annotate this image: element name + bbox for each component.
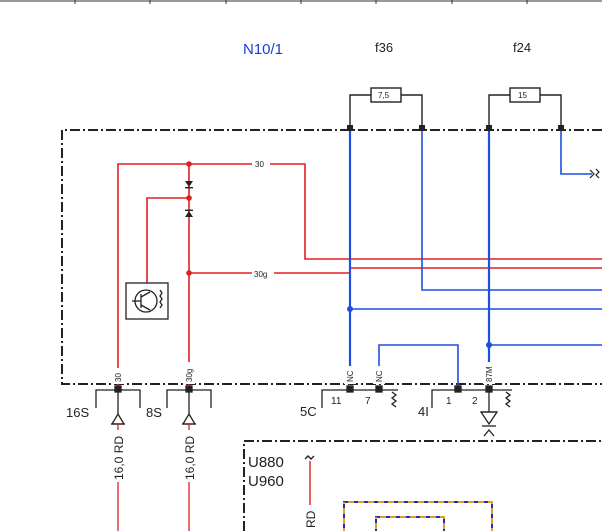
diode-lower <box>185 209 193 217</box>
connector-4i-label: 4I <box>418 404 429 419</box>
svg-text:NC: NC <box>346 370 355 382</box>
svg-text:16,0 RD: 16,0 RD <box>183 436 197 480</box>
connector-8s-label: 8S <box>146 405 162 420</box>
wire-label-30g: 30g <box>254 270 267 279</box>
fuse-f24 <box>488 87 562 128</box>
inner-component-inner <box>375 516 445 531</box>
module-u960: U960 <box>248 473 284 490</box>
right-edge-connector <box>589 168 600 179</box>
wire-8s-label: 16,0 RD <box>181 430 197 482</box>
fuse-f36-rating: 7,5 <box>378 91 390 100</box>
wire-rd-label: RD <box>303 507 318 529</box>
inner-component-outer <box>343 501 493 531</box>
transistor-symbol <box>125 282 169 320</box>
svg-text:RD: RD <box>304 510 318 528</box>
pin-30: 30 <box>112 368 124 384</box>
u880-wire <box>304 455 315 505</box>
wire-16s-label: 16,0 RD <box>110 430 126 482</box>
blue-wires-thin <box>350 131 602 390</box>
fuse-f36-label: f36 <box>375 40 393 55</box>
connector-5c <box>321 385 398 408</box>
connector-4i <box>431 385 512 437</box>
red-junctions <box>186 161 192 276</box>
svg-text:NC: NC <box>375 370 384 382</box>
fuse-f24-rating: 15 <box>518 91 527 100</box>
svg-text:30: 30 <box>114 373 123 382</box>
connector-5c-pin-11: 11 <box>331 396 342 407</box>
wire-label-30-bg <box>252 159 270 169</box>
blue-junctions <box>347 306 492 348</box>
fuse-terminals <box>347 125 564 131</box>
connector-5c-label: 5C <box>300 404 317 419</box>
svg-text:16,0 RD: 16,0 RD <box>112 436 126 480</box>
pin-30g: 30g <box>183 362 195 384</box>
svg-text:87M: 87M <box>485 366 494 382</box>
connector-5c-pin-7: 7 <box>365 396 371 407</box>
fuse-f24-label: f24 <box>513 40 531 55</box>
lower-module-frame <box>243 440 602 531</box>
blue-wires <box>348 131 491 382</box>
wire-label-30: 30 <box>255 160 264 169</box>
connector-4i-pin-1: 1 <box>446 396 452 407</box>
pin-nc-1: NC <box>344 366 356 384</box>
module-frame <box>61 129 602 385</box>
svg-text:30g: 30g <box>185 369 194 382</box>
connector-4i-pin-2: 2 <box>472 396 478 407</box>
diode-upper <box>185 181 193 189</box>
fuse-f36 <box>349 87 423 128</box>
wire-label-30g-bg <box>252 268 274 278</box>
pin-nc-2: NC <box>373 366 385 384</box>
top-border <box>0 0 602 4</box>
module-title: N10/1 <box>243 41 283 58</box>
pin-87m: 87M <box>483 362 495 384</box>
module-u880: U880 <box>248 454 284 471</box>
connector-16s-label: 16S <box>66 405 89 420</box>
